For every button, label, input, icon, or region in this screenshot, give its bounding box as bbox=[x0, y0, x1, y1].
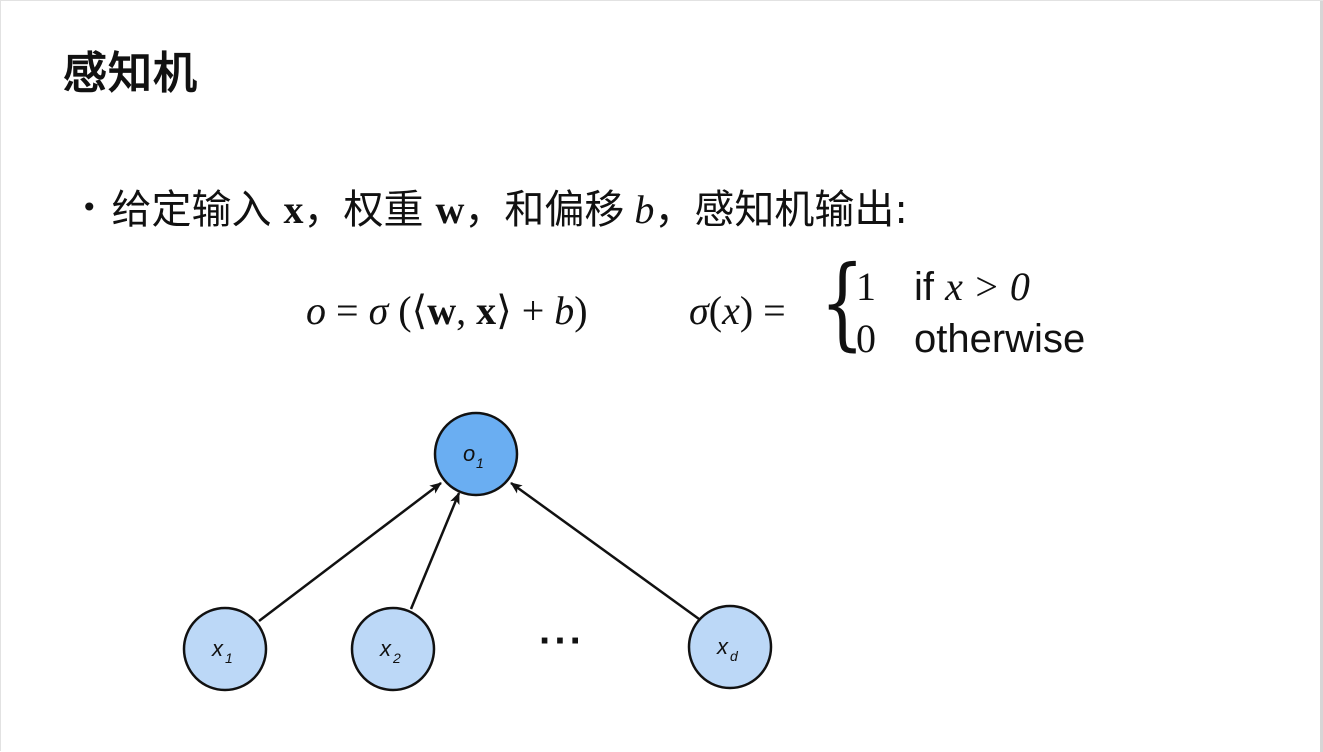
cases-brace: { bbox=[820, 244, 865, 361]
bias-symbol-b: b bbox=[634, 187, 655, 232]
output-equation: o = σ (⟨w, x⟩ + b) bbox=[306, 287, 588, 334]
output-node-circle bbox=[433, 411, 519, 497]
case1-value: 1 bbox=[856, 264, 876, 309]
output-node-label: o bbox=[463, 441, 475, 466]
edge-x1-to-o1 bbox=[258, 482, 442, 622]
input-node-subscript: 1 bbox=[225, 650, 233, 666]
input-node-label: x bbox=[716, 634, 729, 659]
input-symbol-x: x bbox=[283, 187, 304, 232]
formula-close: ) bbox=[574, 288, 588, 333]
formula-w: w bbox=[427, 288, 457, 333]
input-node-label: x bbox=[211, 636, 224, 661]
input-node-subscript: 2 bbox=[392, 650, 401, 666]
sigma-def-open: ( bbox=[708, 288, 723, 333]
case2-value: 0 bbox=[856, 316, 876, 361]
formula-equals: = bbox=[326, 288, 369, 333]
bullet-text-prefix: 给定输入 bbox=[111, 187, 272, 233]
bullet-text-suffix: ，感知机输出: bbox=[654, 187, 908, 233]
input-node-circle bbox=[182, 606, 268, 692]
edge-x2-to-o1 bbox=[409, 492, 461, 610]
slide-edge-shade bbox=[1320, 1, 1323, 752]
input-node-x1: x 1 bbox=[182, 606, 268, 692]
edge-xd-to-o1 bbox=[510, 481, 700, 621]
sigma-definition: σ(x) = bbox=[689, 287, 786, 334]
case1-if: if bbox=[914, 265, 946, 309]
input-node-label: x bbox=[379, 636, 392, 661]
weight-symbol-w: w bbox=[435, 187, 465, 232]
case1-expr: x > 0 bbox=[945, 264, 1030, 309]
formula-comma: , bbox=[456, 288, 477, 333]
input-ellipsis: ··· bbox=[539, 619, 585, 663]
case-positive: 1 if x > 0 bbox=[856, 263, 1030, 310]
formula-plus: + bbox=[511, 288, 555, 333]
formula-x: x bbox=[476, 288, 497, 333]
input-node-x2: x 2 bbox=[350, 606, 436, 692]
input-node-subscript: d bbox=[730, 648, 739, 664]
formula-close-bracket: ⟩ bbox=[496, 288, 512, 333]
formula-b: b bbox=[554, 288, 575, 333]
bullet-text-sep2: ，和偏移 bbox=[464, 187, 625, 233]
output-node-o1: o 1 bbox=[433, 411, 519, 497]
input-node-xd: x d bbox=[687, 604, 773, 690]
formula-sigma: σ bbox=[368, 288, 389, 333]
bullet-text-sep1: ，权重 bbox=[303, 187, 424, 233]
bullet-point: • 给定输入 x ，权重 w ，和偏移 b ，感知机输出: bbox=[81, 177, 908, 235]
slide-title: 感知机 bbox=[63, 48, 198, 99]
input-node-circle bbox=[350, 606, 436, 692]
case-otherwise: 0 otherwise bbox=[856, 315, 1085, 362]
sigma-def-x: x bbox=[722, 288, 740, 333]
case2-condition: otherwise bbox=[914, 317, 1086, 361]
formula-o: o bbox=[306, 288, 326, 333]
bullet-marker: • bbox=[81, 191, 98, 224]
output-node-subscript: 1 bbox=[476, 455, 484, 471]
sigma-def-close: ) = bbox=[739, 288, 786, 333]
formula-open: (⟨ bbox=[388, 288, 428, 333]
sigma-def-sigma: σ bbox=[689, 288, 709, 333]
input-node-circle bbox=[687, 604, 773, 690]
